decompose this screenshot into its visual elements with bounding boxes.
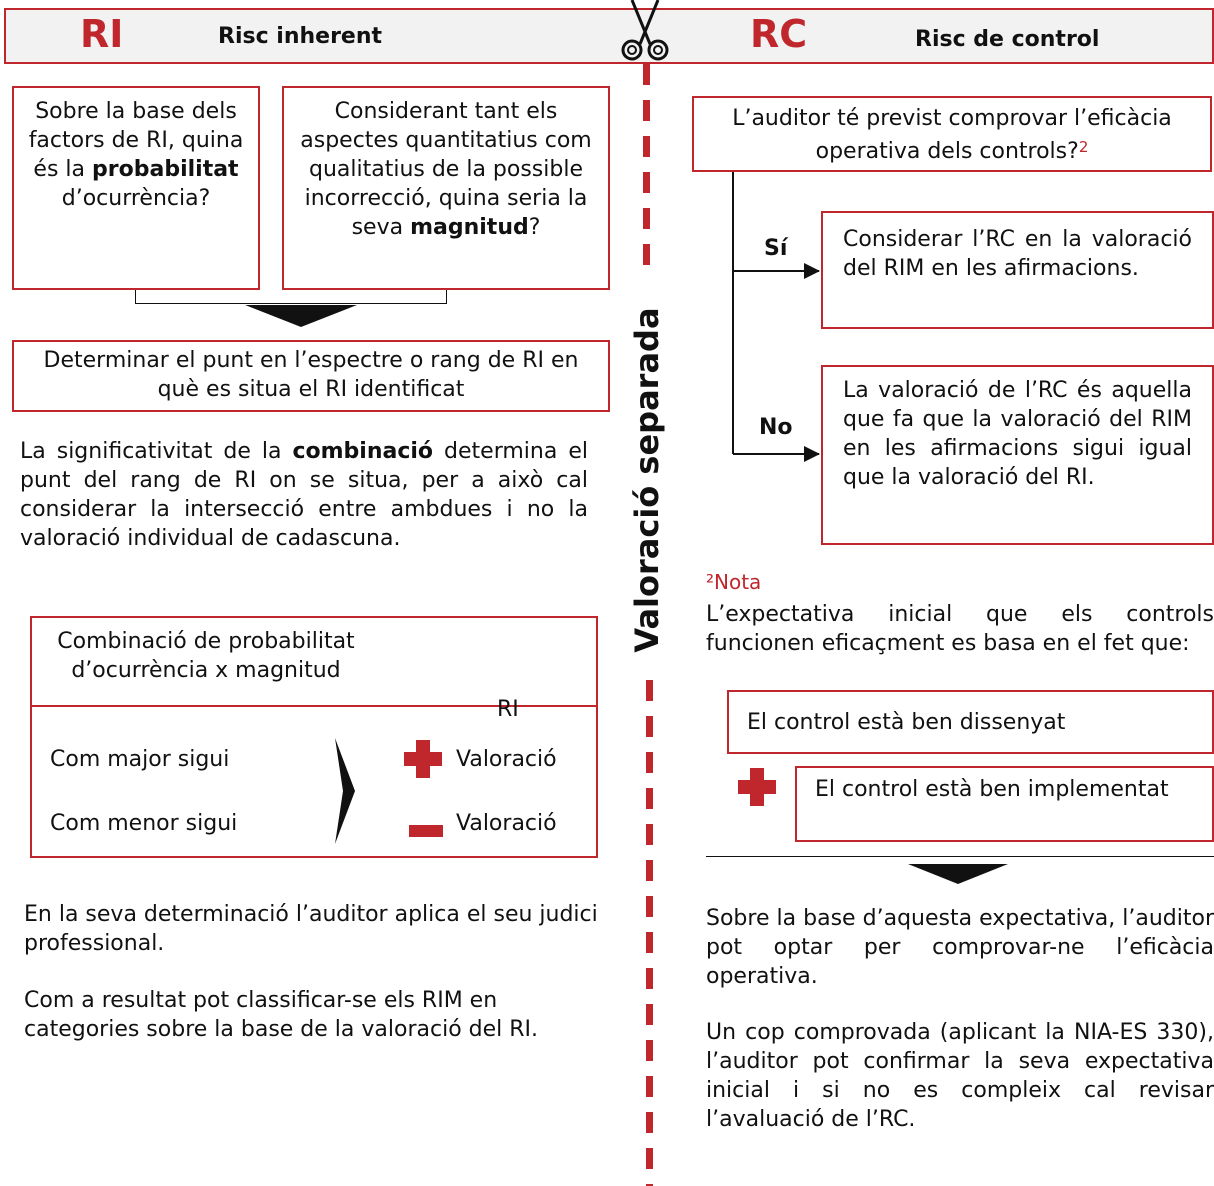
arrow-down-icon-right (908, 864, 1008, 884)
judgement-paragraph: En la seva determinació l’auditor aplica… (24, 902, 598, 956)
no-box: La valoració de l’RC és aquella que fa q… (821, 365, 1214, 545)
divider-dashed-top (643, 64, 650, 266)
arrow-head-no-icon (804, 446, 820, 462)
flow-line-vertical (732, 172, 734, 454)
bracket-connector (135, 290, 447, 304)
arrow-right-icon (333, 738, 357, 844)
row-major-label: Com major sigui (50, 747, 230, 772)
control-implemented-box: El control està ben implementat (795, 766, 1214, 842)
determine-box: Determinar el punt en l’espectre o rang … (12, 340, 610, 412)
plus-icon-controls (738, 768, 776, 806)
separator-line (706, 856, 1214, 857)
expectation-paragraph: Sobre la base d’aquesta expectativa, l’a… (706, 906, 1214, 989)
minus-icon (409, 822, 443, 837)
result-paragraph: Com a resultat pot classificar-se els RI… (24, 988, 539, 1042)
table-header-combination: Combinació de probabilitat d’ocurrència … (57, 629, 355, 683)
control-designed-box: El control està ben dissenyat (727, 690, 1214, 754)
flow-line-no (733, 453, 819, 455)
table-header-ri: RI (497, 697, 519, 722)
yes-label: Sí (764, 236, 788, 261)
ri-code: RI (80, 12, 124, 56)
row-major-value: Valoració (456, 747, 557, 772)
ri-title: Risc inherent (218, 24, 383, 49)
combination-paragraph: La significativitat de la combinació det… (20, 439, 588, 551)
note-title: ²Nota (706, 570, 762, 594)
probability-box: Sobre la base dels factors de RI, quina … (12, 86, 260, 290)
rc-title: Risc de control (915, 27, 1100, 52)
note-text: L’expectativa inicial que els controls f… (706, 602, 1214, 656)
divider-dashed-bottom (646, 680, 653, 1186)
row-menor-label: Com menor sigui (50, 811, 238, 836)
flow-line-yes (733, 270, 819, 272)
arrow-head-yes-icon (804, 263, 820, 279)
magnitude-box: Considerant tant els aspectes quantitati… (282, 86, 610, 290)
no-label: No (759, 415, 793, 440)
yes-box: Considerar l’RC en la valoració del RIM … (821, 211, 1214, 329)
arrow-down-icon (245, 305, 357, 327)
verified-paragraph: Un cop comprovada (aplicant la NIA-ES 33… (706, 1020, 1214, 1132)
rc-code: RC (750, 12, 808, 56)
header-bar (4, 8, 1214, 64)
ri-table (30, 616, 598, 858)
scissors-icon (614, 0, 676, 64)
question-box: L’auditor té previst comprovar l’eficàci… (692, 96, 1212, 172)
plus-icon (404, 740, 442, 778)
row-menor-value: Valoració (456, 811, 557, 836)
